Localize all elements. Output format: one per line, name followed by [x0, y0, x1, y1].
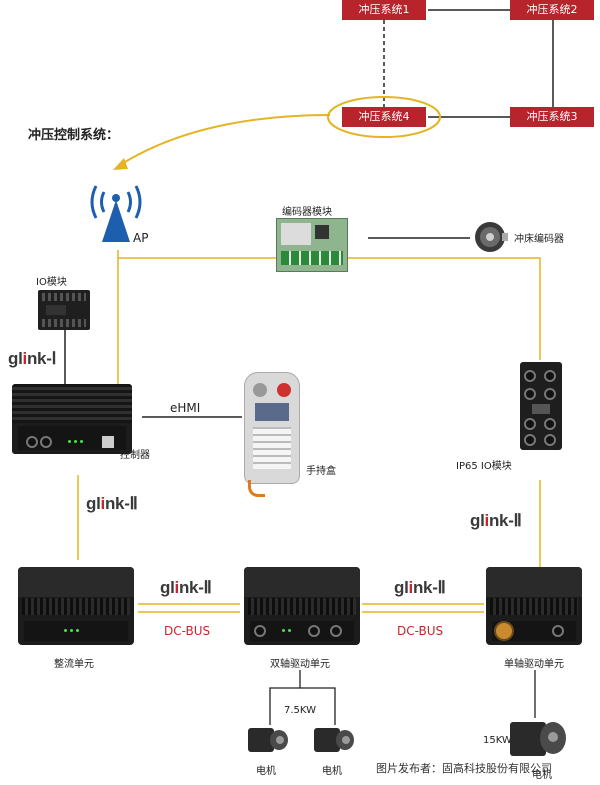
motor-2 — [314, 726, 354, 754]
link-ap-bus — [117, 250, 280, 259]
encoder-module-board — [276, 218, 348, 272]
press-system-2: 冲压系统2 — [510, 0, 594, 20]
diagram-title: 冲压控制系统： — [28, 128, 120, 143]
glink2-dcbus-right-label: glink-Ⅱ — [394, 578, 446, 598]
glink2c-base: gl — [160, 578, 175, 597]
ip65-io-module — [520, 362, 562, 450]
link-dual-motors — [269, 670, 301, 725]
io-module — [38, 290, 90, 330]
pendant-cable — [248, 480, 265, 497]
press-system-3: 冲压系统3 — [510, 107, 594, 127]
glink2-controller-label: glink-Ⅱ — [86, 494, 138, 514]
controller-device — [12, 384, 132, 454]
link-dual-motor2 — [300, 687, 336, 725]
glink2b-accent: i — [484, 511, 490, 530]
power-15kw-label: 15KW — [483, 735, 512, 746]
glink2d-base: gl — [394, 578, 409, 597]
press-encoder-icon — [475, 222, 508, 252]
glink2-ip65-label: glink-Ⅱ — [470, 511, 522, 531]
glink2d-accent: i — [408, 578, 414, 597]
glink2a-accent: i — [100, 494, 106, 513]
glink2-dcbus-left-label: glink-Ⅱ — [160, 578, 212, 598]
ehmi-label: eHMI — [170, 401, 201, 415]
motor-2-label: 电机 — [322, 766, 342, 777]
link-encoder-ip65 — [345, 257, 541, 360]
io-module-label: IO模块 — [36, 277, 67, 288]
single-axis-label: 单轴驱动单元 — [504, 659, 564, 670]
dcbus-left-label: DC-BUS — [164, 624, 211, 638]
glink1-accent: i — [22, 349, 28, 368]
pendant-label: 手持盒 — [306, 466, 336, 477]
system4-highlight — [327, 96, 441, 138]
teach-pendant — [244, 372, 300, 484]
power-7-5kw-label: 7.5KW — [284, 705, 316, 716]
glink1-tail: nk-Ⅰ — [26, 349, 57, 368]
motor-3-label: 电机 — [532, 770, 552, 781]
arrow-to-ap — [119, 114, 331, 166]
glink2c-accent: i — [174, 578, 180, 597]
press-system-1: 冲压系统1 — [342, 0, 426, 20]
press-encoder-label: 冲床编码器 — [514, 234, 564, 245]
press-system-4: 冲压系统4 — [342, 107, 426, 127]
controller-label: 控制器 — [120, 450, 150, 461]
encoder-module-label: 编码器模块 — [282, 207, 332, 218]
glink2b-base: gl — [470, 511, 485, 530]
glink2c-tail: nk-Ⅱ — [178, 578, 212, 597]
glink1-label: glink-Ⅰ — [8, 349, 57, 369]
motor-1-label: 电机 — [256, 766, 276, 777]
motor-3 — [510, 718, 566, 758]
arrow-head — [113, 158, 128, 170]
dcbus-right-label: DC-BUS — [397, 624, 444, 638]
rectifier-label: 整流单元 — [54, 659, 94, 670]
glink2a-base: gl — [86, 494, 101, 513]
glink2a-tail: nk-Ⅱ — [104, 494, 138, 513]
single-axis-drive-unit — [486, 567, 582, 645]
glink2d-tail: nk-Ⅱ — [412, 578, 446, 597]
ip65-label: IP65 IO模块 — [456, 461, 512, 472]
glink2b-tail: nk-Ⅱ — [488, 511, 522, 530]
ap-antenna-icon — [90, 185, 142, 242]
dual-axis-drive-unit — [244, 567, 360, 645]
motor-1 — [248, 726, 288, 754]
dual-axis-label: 双轴驱动单元 — [270, 659, 330, 670]
glink1-base: gl — [8, 349, 23, 368]
ap-label: AP — [133, 231, 149, 245]
image-credit: 图片发布者：固高科技股份有限公司 — [376, 762, 552, 775]
rectifier-unit — [18, 567, 134, 645]
